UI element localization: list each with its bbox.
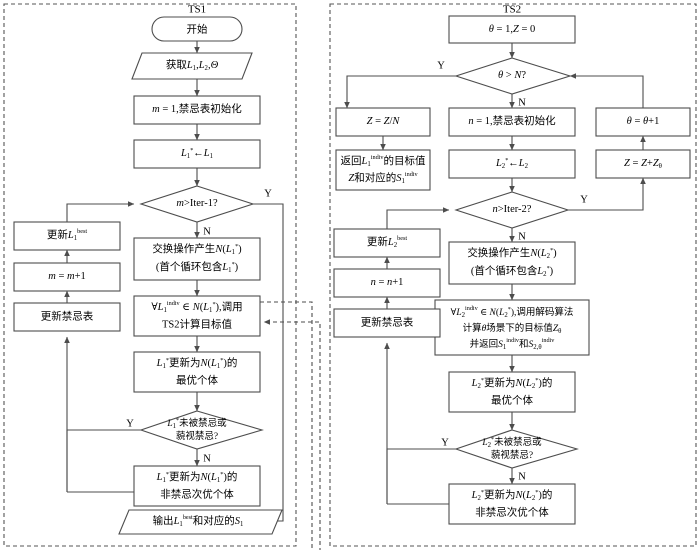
ts1-neighborhood-node: [133, 237, 261, 281]
ts2-cond-iter-label: n>Iter-2?: [493, 204, 532, 215]
ts2-cond-tabu-line2: 藐视禁忌?: [491, 449, 533, 461]
ts2-cond-theta-yes: Y: [437, 60, 445, 71]
edge-condtabu-yes-left: [66, 429, 141, 492]
ts1-neighborhood-line1: 交换操作产生N(L1*): [152, 242, 242, 255]
ts1-cond-iter-label: m>Iter-1?: [176, 198, 218, 209]
ts2-update-lbest-node: [333, 228, 441, 258]
ts1-assign-node: [133, 139, 261, 169]
ts1-cond-tabu-line2: 藐视禁忌?: [176, 430, 218, 442]
ts2-init-theta-node: [448, 15, 576, 44]
ts2-update-lbest-label: 更新L2best: [367, 235, 407, 248]
ts1-neighborhood-line2: (首个循环包含L1*): [156, 260, 239, 273]
ts2-theta-inc-label: θ = θ+1: [627, 116, 660, 127]
ts1-update-lbest-node: [13, 221, 121, 251]
ts2-edge-conditer-yes: [568, 177, 646, 211]
edge-ts1-to-ts2-call: [260, 301, 313, 550]
ts2-updatebest-line1: L2*更新为N(L2*)的: [471, 376, 553, 389]
ts1-cond-iter-yes: Y: [264, 188, 272, 199]
ts1-cond-tabu-node: [139, 410, 264, 450]
ts2-decode-line1: ∀L2indiv ∈ N(L2*),调用解码算法: [451, 305, 574, 318]
ts2-cond-tabu-yes: Y: [441, 437, 449, 448]
ts1-cond-tabu-no: N: [203, 453, 211, 464]
ts1-start-node: [151, 16, 243, 42]
ts2-neighborhood-node: [448, 241, 576, 285]
ts1-increment-label: m = m+1: [48, 271, 86, 282]
ts2-cond-theta-label: θ > N?: [498, 70, 526, 81]
ts2-assign-node: [448, 149, 576, 179]
ts2-edge-updatelbest-to-conditer: [386, 207, 450, 229]
ts2-decode-line3: 并返回S1indiv和S2,θindiv: [470, 337, 556, 350]
ts2-init-n-node: [448, 107, 576, 137]
ts1-input-node: [131, 52, 253, 80]
ts2-secondbest-node: [448, 483, 576, 525]
ts1-updatebest-line1: L1*更新为N(L1*)的: [156, 356, 238, 369]
ts2-edge-thetainc-to-condtheta: [569, 73, 644, 108]
panel-title-ts2: TS2: [503, 4, 521, 16]
ts2-edge-condtabu-yes-left: [386, 448, 456, 504]
ts1-update-lbest-label: 更新L1best: [47, 228, 87, 241]
ts2-neighborhood-line2: (首个循环包含L2*): [471, 264, 554, 277]
ts2-cond-tabu-line1: L2*未被禁忌或: [481, 436, 542, 448]
ts2-cond-theta-node: [454, 57, 572, 95]
ts2-theta-inc-node: [595, 107, 691, 137]
ts1-cond-iter-node: [139, 185, 255, 223]
ts2-assign-label: L2*←L2: [495, 157, 529, 169]
panel-frame-ts2: [329, 3, 697, 547]
ts2-cond-iter-yes: Y: [580, 194, 588, 205]
ts2-cond-theta-no: N: [518, 97, 526, 108]
ts1-cond-tabu-yes: Y: [126, 418, 134, 429]
ts2-init-n-label: n = 1,禁忌表初始化: [468, 114, 556, 127]
ts2-edge-condtheta-yes: [344, 75, 456, 109]
ts2-decode-node: [434, 299, 590, 356]
ts2-updatebest-line2: 最优个体: [491, 393, 533, 406]
edge-updatelbest-to-cond: [66, 201, 135, 222]
ts1-update-tabu-node: [13, 302, 121, 332]
ts2-updatebest-node: [448, 371, 576, 413]
ts1-init-node: [133, 95, 261, 125]
ts1-start-label: 开始: [187, 22, 208, 35]
ts1-callts2-node: [133, 295, 261, 337]
ts2-decode-line2: 计算θ场景下的目标值Zθ: [463, 322, 562, 334]
ts1-update-tabu-label: 更新禁忌表: [41, 309, 94, 322]
ts2-avg-label: Z = Z/N: [367, 116, 401, 127]
panel-frame-ts1: [3, 3, 297, 547]
ts1-secondbest-line1: L1*更新为N(L1*)的: [156, 470, 238, 483]
ts2-secondbest-line2: 非禁忌次优个体: [475, 505, 549, 518]
ts2-init-theta-label: θ = 1,Z = 0: [489, 24, 535, 35]
ts1-increment-node: [13, 262, 121, 292]
ts2-update-tabu-node: [333, 308, 441, 338]
ts1-cond-iter-no: N: [203, 226, 211, 237]
edge-ts2-to-ts1-return: [263, 319, 321, 550]
ts2-increment-label: n = n+1: [371, 277, 404, 288]
ts1-secondbest-node: [133, 465, 261, 507]
ts2-z-accum-label: Z = Z+Zθ: [624, 158, 662, 169]
ts1-updatebest-line2: 最优个体: [176, 373, 218, 386]
ts1-init-label: m = 1,禁忌表初始化: [152, 102, 242, 115]
ts1-secondbest-line2: 非禁忌次优个体: [160, 487, 234, 500]
ts2-cond-tabu-no: N: [518, 471, 526, 482]
ts2-cond-iter-node: [454, 191, 570, 229]
ts2-return-node: [335, 149, 431, 191]
ts1-output-label: 输出L1best和对应的S1: [153, 514, 244, 527]
ts1-output-node: [118, 509, 283, 535]
ts2-update-tabu-label: 更新禁忌表: [361, 315, 414, 328]
ts1-callts2-line1: ∀L1indiv ∈ N(L1*),调用: [151, 300, 242, 313]
ts2-neighborhood-line1: 交换操作产生N(L2*): [467, 246, 557, 259]
panel-title-ts1: TS1: [188, 4, 206, 16]
ts1-cond-tabu-line1: L1*未被禁忌或: [166, 417, 227, 429]
ts1-updatebest-node: [133, 351, 261, 393]
ts1-assign-label: L1*←L1: [180, 147, 213, 159]
ts2-avg-node: [335, 107, 431, 137]
ts2-cond-tabu-node: [454, 429, 579, 469]
ts2-z-accum-node: [595, 149, 691, 179]
ts2-return-line2: Z和对应的S1indiv: [348, 171, 418, 184]
ts2-secondbest-line1: L2*更新为N(L2*)的: [471, 488, 553, 501]
ts2-cond-iter-no: N: [518, 231, 526, 242]
ts2-return-line1: 返回L1indiv的目标值: [341, 154, 426, 167]
ts1-callts2-line2: TS2计算目标值: [162, 317, 233, 330]
ts2-increment-node: [333, 268, 441, 298]
ts1-input-label: 获取L1,L2,Θ: [166, 59, 219, 71]
